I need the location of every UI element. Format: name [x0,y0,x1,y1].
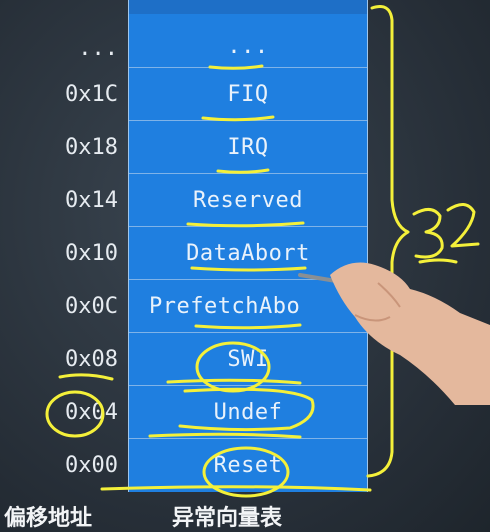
circle-0x04 [45,390,105,438]
entry-data-abort: DataAbort [186,241,310,266]
hand-skin [330,262,490,405]
underline-undef [148,432,302,439]
entry-irq: IRQ [227,135,269,160]
circle-swi [195,341,271,393]
table-top-bar [129,0,367,14]
address-0x18: 0x18 [65,135,118,160]
row-divider [129,385,367,386]
row-divider [129,279,367,280]
address-0x00: 0x00 [65,453,118,478]
underline-reset [100,485,372,492]
row-divider [129,438,367,439]
handwritten-2 [446,203,480,248]
underline-ellipsis [208,64,264,70]
exception-vector-table: ... FIQ IRQ Reserved DataAbort PrefetchA… [128,0,368,492]
caption-offset-address: 偏移地址 [4,506,93,531]
entry-fiq: FIQ [227,82,269,107]
address-0x10: 0x10 [65,241,118,266]
underline-data-abort [190,266,307,272]
address-0x0c: 0x0C [65,294,118,319]
underline-prefetch-abort [194,323,302,330]
address-0x1c: 0x1C [65,82,118,107]
entry-undef: Undef [213,400,283,425]
loop-undef [178,387,315,432]
caption-exception-vector-table: 异常向量表 [172,506,283,531]
underline-fiq [201,115,275,122]
knuckle-line [354,314,391,322]
address-0x04: 0x04 [65,400,118,425]
handwritten-3 [412,208,444,259]
underline-0x08 [58,373,114,381]
row-divider [129,332,367,333]
pointing-hand [298,262,490,405]
underline-reserved [186,221,305,228]
entry-reserved: Reserved [193,188,303,213]
entry-reset: Reset [213,453,283,478]
entry-ellipsis: ... [227,34,269,59]
underline-irq [216,168,270,174]
address-0x08: 0x08 [65,347,118,372]
underline-32 [418,258,458,264]
finger-line [377,282,401,308]
circle-reset [202,446,290,498]
address-ellipsis: ... [78,36,118,61]
entry-prefetch-abort: PrefetchAbo [149,294,301,319]
underline-swi [166,378,302,385]
address-0x14: 0x14 [65,188,118,213]
brace-marker [366,5,410,478]
